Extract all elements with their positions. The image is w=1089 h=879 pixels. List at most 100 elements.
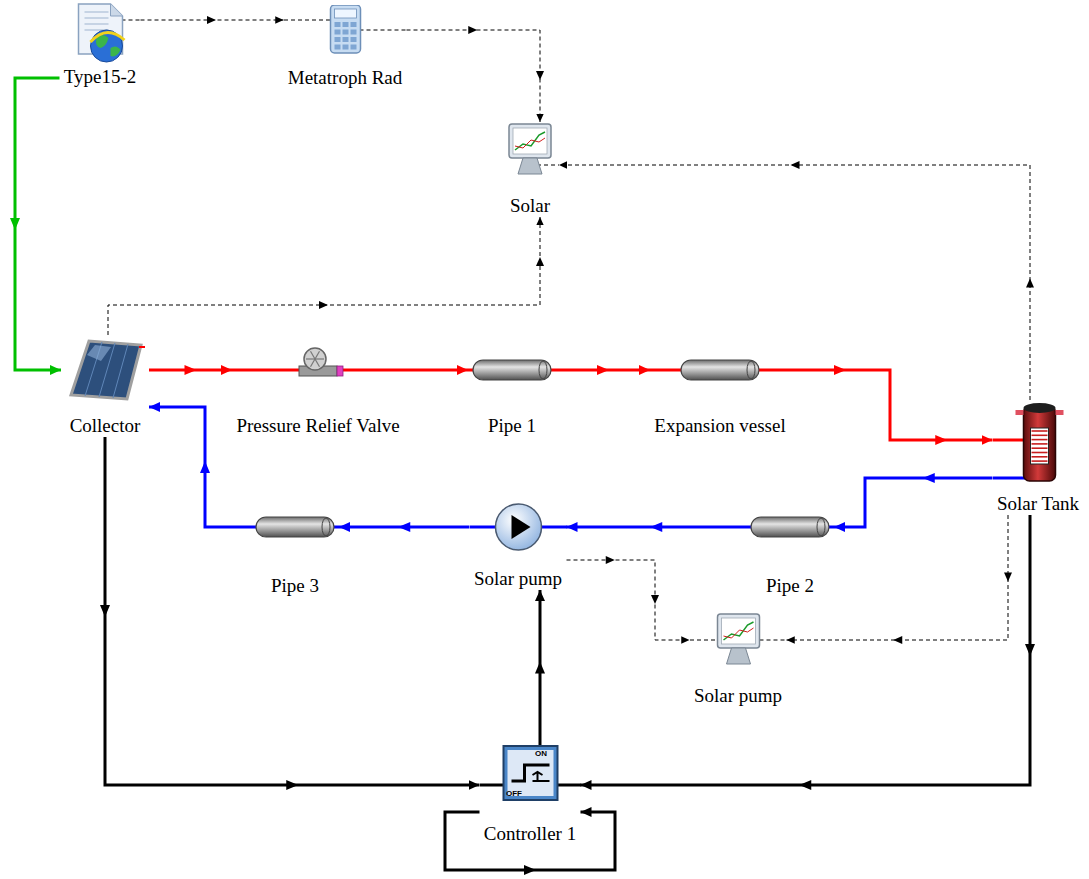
flow-connector xyxy=(15,78,61,370)
component-label: Solar Tank xyxy=(997,493,1079,515)
calculator-body xyxy=(330,5,360,53)
icon-part xyxy=(723,622,753,640)
icon-part xyxy=(511,765,549,781)
icon-part xyxy=(350,45,356,50)
flow-arrow xyxy=(185,365,197,375)
label-line: Solar pump xyxy=(470,568,567,590)
icon-group xyxy=(473,360,551,380)
icon-group xyxy=(751,517,829,537)
icon-part xyxy=(1031,460,1047,462)
icon-group xyxy=(330,5,360,53)
icon-part xyxy=(1031,443,1047,445)
icon-part xyxy=(304,348,326,370)
flow-arrow xyxy=(207,16,216,24)
icon-part xyxy=(113,344,128,398)
flow-connector xyxy=(105,437,480,785)
label-line: Collector xyxy=(61,415,149,437)
icon-group xyxy=(495,504,541,550)
icon-part xyxy=(110,46,120,56)
icon-part xyxy=(84,24,108,25)
icon-part xyxy=(1031,430,1047,432)
component-icon xyxy=(993,400,1084,485)
icon-part xyxy=(306,358,315,359)
plotter-unit: Solar xyxy=(501,122,559,217)
icon-group xyxy=(681,360,759,380)
icon-part xyxy=(315,351,320,359)
icon-group xyxy=(71,341,145,399)
component-icon xyxy=(61,335,149,403)
icon-part xyxy=(1031,452,1047,454)
icon-part xyxy=(1031,456,1047,458)
icon-group xyxy=(256,517,334,537)
flow-arrow xyxy=(524,865,536,875)
flow-arrow xyxy=(200,461,210,473)
storage-tank: Solar Tank xyxy=(993,400,1084,515)
flow-arrow xyxy=(834,365,846,375)
label-line: Pressure Relief Valve xyxy=(232,415,404,437)
icon-part xyxy=(723,628,753,638)
switch-state-label: ON xyxy=(535,749,547,758)
icon-part xyxy=(511,515,530,539)
flow-arrow xyxy=(536,257,544,266)
icon-part xyxy=(334,9,356,18)
icon-part xyxy=(334,45,340,50)
icon-part xyxy=(315,359,320,367)
pipe-unit: Expansion vessel xyxy=(650,358,790,437)
flow-arrow xyxy=(1025,644,1035,656)
pipe-body xyxy=(473,360,551,380)
calculator-unit: Metatroph Rad xyxy=(284,5,407,89)
flow-arrow xyxy=(10,218,20,230)
pump-body xyxy=(495,504,541,550)
icon-part xyxy=(334,30,340,35)
label-line: Metatroph Rad xyxy=(284,67,407,89)
icon-part xyxy=(84,12,108,13)
flow-connector xyxy=(108,217,540,335)
flow-arrow xyxy=(606,556,615,564)
flow-arrow xyxy=(398,522,410,532)
solar-collector: Collector xyxy=(61,335,149,437)
icon-part xyxy=(1055,410,1063,415)
switch-state-label: OFF xyxy=(506,789,522,798)
icon-part xyxy=(1023,403,1055,413)
icon-part xyxy=(1031,439,1047,441)
icon-part xyxy=(513,128,547,154)
label-line: Type15-2 xyxy=(60,66,141,88)
icon-part xyxy=(539,361,547,379)
flow-arrow xyxy=(651,595,659,604)
icon-part xyxy=(315,358,324,359)
icon-part xyxy=(1031,434,1047,436)
component-icon xyxy=(468,358,556,382)
component-icon xyxy=(746,515,834,539)
flow-arrow xyxy=(923,473,935,483)
icon-part xyxy=(342,37,348,42)
component-label: Metatroph Rad xyxy=(288,67,403,89)
flow-connector xyxy=(790,370,993,440)
flow-connector xyxy=(559,165,1030,400)
pipe-unit: Pipe 3 xyxy=(251,515,339,597)
icon-group xyxy=(509,124,551,174)
component-label: Solar xyxy=(510,195,550,217)
component-label: Collector xyxy=(70,415,141,437)
component-label: Controller 1 xyxy=(484,823,576,845)
pump-unit: Solar pump xyxy=(470,502,567,590)
icon-part xyxy=(342,45,348,50)
flow-arrow xyxy=(536,71,544,80)
flow-arrow xyxy=(893,636,902,644)
icon-part xyxy=(817,518,825,536)
component-icon xyxy=(60,2,141,64)
icon-part xyxy=(1030,428,1048,464)
component-label: Pipe 3 xyxy=(271,575,319,597)
icon-part xyxy=(515,138,545,148)
component-icon xyxy=(480,745,581,801)
component-label: Pipe 2 xyxy=(766,575,814,597)
flow-arrow xyxy=(1026,279,1034,288)
icon-part xyxy=(139,346,145,348)
weather-reader: Type15-2 xyxy=(60,2,141,88)
icon-part xyxy=(311,359,316,367)
component-label: Pipe 1 xyxy=(488,415,536,437)
label-line: Controller 1 xyxy=(480,823,581,845)
icon-part xyxy=(747,361,755,379)
flow-arrow xyxy=(535,662,545,674)
icon-group xyxy=(1015,403,1063,481)
flow-connector xyxy=(834,478,993,527)
